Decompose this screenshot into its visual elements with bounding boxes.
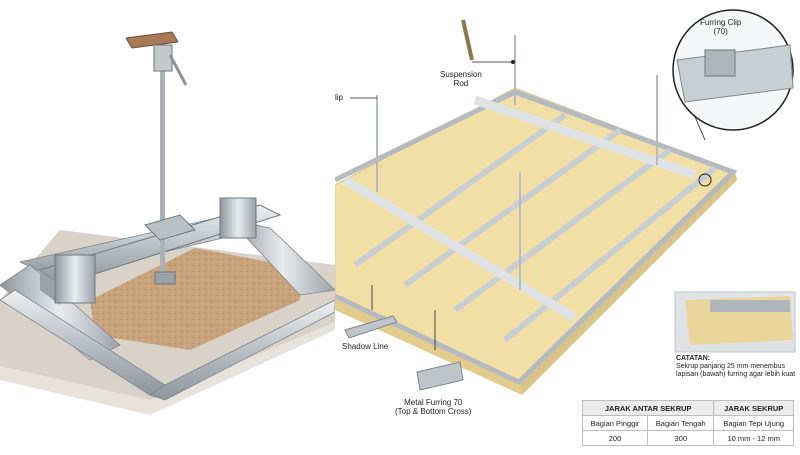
furring-clip-detail-clip [704,49,736,77]
suspension-rod [160,70,165,280]
cross-furring-front [342,176,578,322]
sub-edge: Bagian Pinggir [581,415,649,431]
label-suspension-rod: Suspension Rod [440,70,482,88]
cross-furring-back [473,95,697,180]
note-title: CATATAN: [676,355,711,362]
label-clip-partial: lip [335,93,344,102]
rod-connector [144,214,196,241]
furring-channel-4 [503,165,717,343]
furring-channel-2 [403,127,622,288]
screw-spacing-table: JARAK ANTAR SEKRUP JARAK SEKRUP Bagian P… [581,400,794,446]
screw-detail-furring [710,300,790,312]
table-header-row: JARAK ANTAR SEKRUP JARAK SEKRUP [581,400,794,416]
header-screw-distance: JARAK SEKRUP [713,400,794,416]
suspension-rod-tool [461,19,474,61]
value-edge: 200 [581,430,649,446]
label-furring-clip: Furring Clip (70) [700,18,742,36]
perimeter-frame [333,89,738,385]
value-middle: 300 [647,430,715,446]
ceiling-frame-photo [0,0,336,450]
ceiling-frame-illustration [0,31,336,415]
furring-clip-left [54,254,96,304]
top-bracket-spring [168,54,188,86]
rod-base-plate [154,271,176,285]
sub-middle: Bagian Tengah [647,415,715,431]
label-metal-furring: Metal Furring 70 (Top & Bottom Cross) [395,398,472,416]
shadow-line-part [344,315,398,339]
gypsum-board-exposed [90,248,300,350]
magnifier-target [698,173,712,187]
label-shadow-line: Shadow Line [342,342,389,351]
note-box: CATATAN: Sekrup panjang 25 mm menembus l… [676,355,796,379]
ceiling-isometric-diagram [333,9,796,395]
note-text: Sekrup panjang 25 mm menembus lapisan (b… [676,363,796,378]
metal-furring-part [416,361,464,391]
ceiling-installation-diagram [333,0,800,450]
table-sub-row: Bagian Pinggir Bagian Tengah Bagian Tepi… [581,415,794,431]
furring-channel-1 [353,112,567,268]
furring-clip-right [219,197,257,239]
sub-end: Bagian Tepi Ujung [713,415,794,431]
ceiling-board-edge [520,172,737,395]
header-screw-spacing: JARAK ANTAR SEKRUP [581,400,715,416]
value-end: 10 mm - 12 mm [713,430,794,446]
top-bracket-plate [125,31,179,49]
top-bracket-body [153,44,173,72]
suspension-rod-pointer-dot [511,60,515,64]
table-value-row: 200 300 10 mm - 12 mm [581,430,794,446]
furring-channel-3 [453,147,672,313]
